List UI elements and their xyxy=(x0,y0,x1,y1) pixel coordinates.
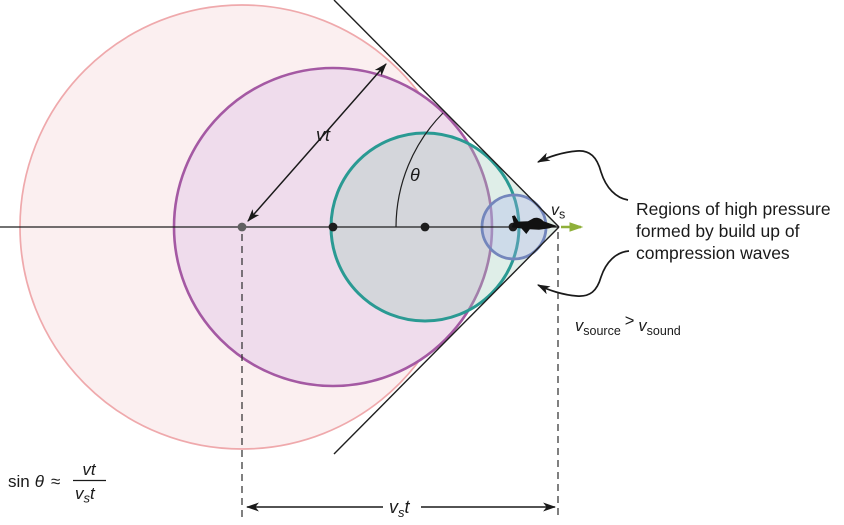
vs-label: vs xyxy=(551,202,565,222)
vt-radius-arrow xyxy=(247,63,387,222)
annotation-line-1: Regions of high pressure xyxy=(636,199,831,219)
equation-denominator: vst xyxy=(75,484,96,506)
mach-cone-lower-line xyxy=(333,226,560,455)
source-position-dot-2 xyxy=(328,222,338,232)
vt-label: vt xyxy=(316,125,331,145)
equation-numerator: vt xyxy=(82,460,97,479)
jet-icon xyxy=(511,215,557,234)
annotation-line-2: formed by build up of xyxy=(636,221,800,241)
theta-angle-arc xyxy=(395,112,444,228)
supersonic-condition-label: vsource>vsound xyxy=(575,312,681,338)
annotation-arrow-upper xyxy=(537,150,629,201)
theta-label: θ xyxy=(410,165,420,185)
mach-cone-upper-line xyxy=(333,0,560,228)
source-position-dot-1 xyxy=(237,222,247,232)
vst-dimension-label: vst xyxy=(389,497,411,520)
annotation-arrow-lower xyxy=(537,250,630,297)
source-position-dot-3 xyxy=(420,222,430,232)
annotation-line-3: compression waves xyxy=(636,243,790,263)
